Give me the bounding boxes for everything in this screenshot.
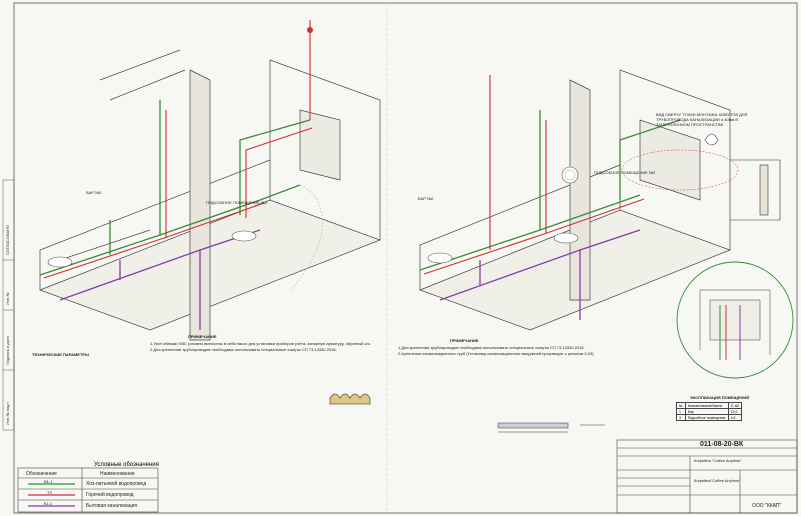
side-sign-date: Подпись и дата [5, 336, 10, 365]
legend-code-sewer: К1-1 [44, 501, 53, 506]
right-bar-label: БАР №2 [418, 196, 434, 201]
notes-left-heading: ПРИМЕЧАНИЕ [188, 334, 217, 339]
right-detail-dashed-ellipse [621, 149, 739, 191]
left-water-heater-marker [307, 27, 313, 33]
legend-code-cold: В1-1 [44, 479, 53, 484]
left-hot-water-pipes [43, 20, 313, 279]
left-leader-curve [289, 184, 323, 291]
explication-table: № Наименование/Name S, м2 1 Бар 12,0 3 П… [676, 402, 743, 421]
notes-right-line-2: 2.Крепления канализационных труб (Устано… [398, 351, 595, 356]
stamp-project: Кофейня "Coffee Anytime" [694, 458, 742, 463]
legend-title: Условные обозначения [94, 462, 159, 468]
tech-params-title: ТЕХНИЧЕСКИЕ ПАРАМЕТРЫ [32, 352, 90, 357]
right-sink-1 [427, 252, 453, 264]
right-hot-water-pipes [423, 75, 645, 275]
right-sewer-pipes [439, 229, 641, 320]
notes-left-line-2: 2.Для крепления трубопроводов необходимо… [150, 347, 337, 352]
detail-circle [676, 261, 794, 379]
left-cold-water-pipes [39, 100, 311, 276]
stamp-sheet-title: Кофейня"Coffee Anytime" [694, 478, 741, 483]
right-plan-walls [419, 69, 731, 331]
right-sink-2 [553, 232, 579, 244]
clamp-illustration [329, 393, 371, 405]
title-block-frame [616, 439, 798, 514]
legend-col-name: Наименование [100, 471, 135, 477]
side-stamp-strip [2, 179, 15, 431]
legend-col-symbol: Обозначение [26, 471, 57, 477]
right-cold-water-pipes [419, 110, 681, 271]
pipe-section-sketch [497, 422, 605, 433]
stamp-doc-code: 011-08-20-ВК [700, 441, 744, 448]
side-inv-no: Инв.№ [5, 292, 10, 305]
stamp-company: ООО "ККАП" [752, 503, 782, 509]
legend-name-hot: Горячий водопровод [86, 492, 134, 498]
legend-name-cold: Хоз-питьевой водопровод [86, 481, 147, 487]
side-inv-orig: Инв.№ подл. [5, 401, 10, 425]
legend-code-hot: Т3 [47, 490, 52, 495]
right-floor-drain [561, 166, 579, 184]
notes-right-heading: ПРИМЕЧАНИЕ [450, 338, 479, 343]
right-detail-hanger [704, 133, 781, 221]
right-detail-title: ВИД СВЕРХУ ТОЧКИ МОНТАЖА ХОМУТОВ ДЛЯ ТРУ… [656, 112, 748, 127]
left-plan-walls [39, 49, 381, 341]
left-bar-label: БАР №2 [86, 190, 102, 195]
detail-circle-content [699, 289, 771, 360]
right-room-label: ПОДСОБНОЕ ПОМЕЩЕНИЕ №3 [594, 170, 656, 175]
left-sink-2 [231, 230, 257, 242]
legend-name-sewer: Бытовая канализация [86, 503, 138, 509]
legend-frame [17, 467, 159, 513]
notes-left-line-1: 1.Узел обвязки ХВС условно включены в се… [150, 341, 370, 346]
table-row: 3 Подсобное помещение 4,6 [676, 414, 743, 421]
explication-title: ЭКСПЛИКАЦИЯ ПОМЕЩЕНИЙ [690, 395, 750, 400]
notes-right-line-1: 1.Для крепления трубопроводов необходимо… [398, 345, 585, 350]
left-room-label: ПОДСОБНОЕ ПОМЕЩЕНИЕ №3 [206, 200, 268, 205]
left-sink-1 [47, 256, 73, 268]
side-agreed: СОГЛАСОВАНО [5, 224, 10, 255]
